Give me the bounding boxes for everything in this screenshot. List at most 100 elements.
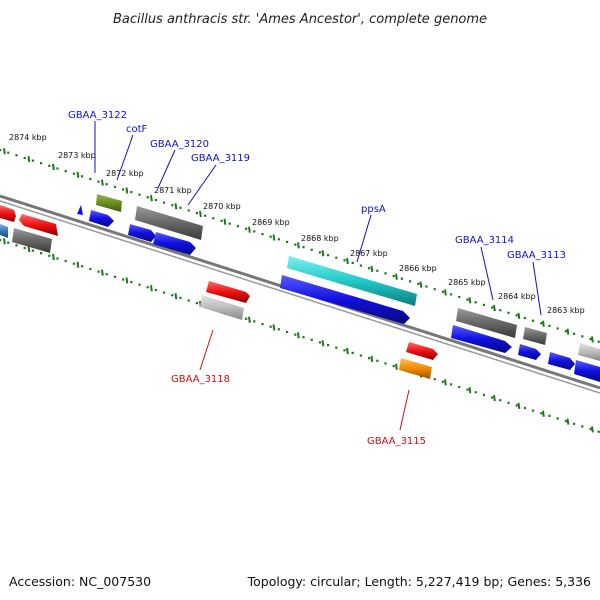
lower-scale-tick xyxy=(321,340,325,347)
lower-scale-dot xyxy=(466,388,469,391)
upper-scale-tick xyxy=(101,179,104,186)
lower-scale-dot xyxy=(532,409,535,412)
upper-scale-dot xyxy=(433,288,436,291)
upper-scale-tick xyxy=(27,155,31,163)
gene-blue-cotf-strand[interactable] xyxy=(89,210,114,227)
gene-label-gbaa-3113[interactable]: GBAA_3113 xyxy=(507,250,566,261)
lower-scale-dot xyxy=(0,239,2,242)
upper-scale-dot xyxy=(48,164,51,167)
gene-label-ppsa[interactable]: ppsA xyxy=(361,204,386,215)
lower-scale-dot xyxy=(48,254,51,257)
genome-summary-text: Topology: circular; Length: 5,227,419 bp… xyxy=(247,574,591,589)
lower-scale-tick xyxy=(101,269,104,276)
gene-gbaa-3122[interactable] xyxy=(77,205,83,215)
lower-scale-dot xyxy=(15,244,18,247)
gene-blue-right-edge[interactable] xyxy=(574,360,600,382)
upper-scale-dot xyxy=(507,311,510,314)
gene-gbaa-3114[interactable] xyxy=(456,308,517,338)
gene-blue-3114-strand[interactable] xyxy=(451,325,512,353)
upper-scale-dot xyxy=(138,193,141,196)
gene-gray-left[interactable] xyxy=(12,228,52,253)
gene-gbaa-3120[interactable] xyxy=(135,206,203,240)
upper-scale-dot xyxy=(466,298,469,301)
upper-scale-dot xyxy=(105,183,108,186)
scale-label-2873: 2873 kbp xyxy=(58,151,96,160)
gene-label-gbaa-3118[interactable]: GBAA_3118 xyxy=(171,374,230,385)
gene-red-left-edge[interactable] xyxy=(0,205,16,222)
lower-scale-dot xyxy=(7,241,10,244)
gene-label-gbaa-3122[interactable]: GBAA_3122 xyxy=(68,110,127,121)
upper-scale-dot xyxy=(187,209,190,212)
gene-label-gbaa-3120[interactable]: GBAA_3120 xyxy=(150,139,209,150)
gene-red-3115[interactable] xyxy=(406,342,438,360)
upper-scale-tick xyxy=(150,195,153,202)
lower-scale-dot xyxy=(433,378,436,381)
upper-scale-dot xyxy=(482,303,485,306)
upper-scale-dot xyxy=(245,227,248,230)
gene-red-3118[interactable] xyxy=(206,281,250,303)
gene-label-gbaa-3114[interactable]: GBAA_3114 xyxy=(455,235,514,246)
upper-scale-tick xyxy=(272,234,276,241)
upper-scale-tick xyxy=(3,148,6,155)
lower-scale-dot xyxy=(548,414,551,417)
lower-scale-dot xyxy=(154,288,157,292)
lower-scale-dot xyxy=(359,354,362,357)
gene-steel-left-edge[interactable] xyxy=(0,224,8,238)
lower-scale-dot xyxy=(351,351,354,354)
upper-scale-tick xyxy=(248,226,251,233)
gene-blue-3113-strand[interactable] xyxy=(518,344,541,360)
gene-gbaa-3119[interactable] xyxy=(153,232,196,255)
gene-blue-right-a[interactable] xyxy=(548,352,575,370)
upper-scale-tick xyxy=(566,328,570,335)
lower-scale-tick xyxy=(566,418,570,425)
upper-scale-tick xyxy=(517,312,521,320)
lower-scale-dot xyxy=(597,430,600,433)
lower-scale-dot xyxy=(286,330,289,333)
upper-scale-dot xyxy=(31,159,34,162)
upper-scale-dot xyxy=(318,251,321,254)
upper-scale-dot xyxy=(269,235,272,238)
upper-scale-dot xyxy=(261,233,264,236)
gene-gbaa-3115[interactable] xyxy=(399,358,432,379)
upper-scale-dot xyxy=(294,243,297,246)
scale-label-2865: 2865 kbp xyxy=(448,278,486,287)
gene-label-gbaa-3115[interactable]: GBAA_3115 xyxy=(367,436,426,447)
upper-scale-tick xyxy=(419,281,423,288)
lower-scale-dot xyxy=(269,325,272,328)
gene-ppsa[interactable] xyxy=(287,256,417,306)
upper-scale-tick xyxy=(321,250,325,257)
scale-label-2869: 2869 kbp xyxy=(252,218,290,227)
lower-scale-dot xyxy=(507,401,510,404)
scale-label-2864: 2864 kbp xyxy=(498,292,536,301)
lower-scale-dot xyxy=(302,336,305,339)
scale-labels: 2874 kbp 2873 kbp 2872 kbp 2871 kbp 2870… xyxy=(9,133,585,315)
lower-scale-dot xyxy=(564,420,567,423)
upper-scale-dot xyxy=(286,240,289,243)
upper-scale-dot xyxy=(392,275,395,278)
upper-scale-dot xyxy=(122,188,125,191)
gene-blue-3120-a[interactable] xyxy=(128,224,156,242)
lower-scale-dot xyxy=(253,320,256,323)
upper-scale-tick xyxy=(468,297,472,304)
gene-label-gbaa-3119[interactable]: GBAA_3119 xyxy=(191,153,250,164)
upper-scale-dot xyxy=(0,149,2,152)
gene-gbaa-3113[interactable] xyxy=(523,327,547,345)
scale-label-2867: 2867 kbp xyxy=(350,249,388,258)
scale-track-upper xyxy=(0,148,600,343)
lower-scale-dot xyxy=(56,257,59,260)
upper-scale-tick xyxy=(395,273,398,280)
gene-cotf[interactable] xyxy=(96,194,122,212)
lower-scale-dot xyxy=(523,406,526,410)
upper-scale-dot xyxy=(154,198,157,202)
gene-gbaa-3118[interactable] xyxy=(200,295,244,320)
upper-scale-dot xyxy=(589,337,592,341)
gene-label-cotf[interactable]: cotF xyxy=(126,124,148,135)
gene-red-left[interactable] xyxy=(19,214,58,236)
gene-lightgray-right-edge[interactable] xyxy=(578,343,600,361)
lower-scale-dot xyxy=(392,365,395,368)
gene-blue-ppsa-strand[interactable] xyxy=(280,275,410,324)
lower-scale-tick xyxy=(468,387,472,394)
lower-scale-dot xyxy=(343,349,346,352)
upper-scale-dot xyxy=(458,295,461,299)
leader-gbaa-3118 xyxy=(199,329,214,371)
